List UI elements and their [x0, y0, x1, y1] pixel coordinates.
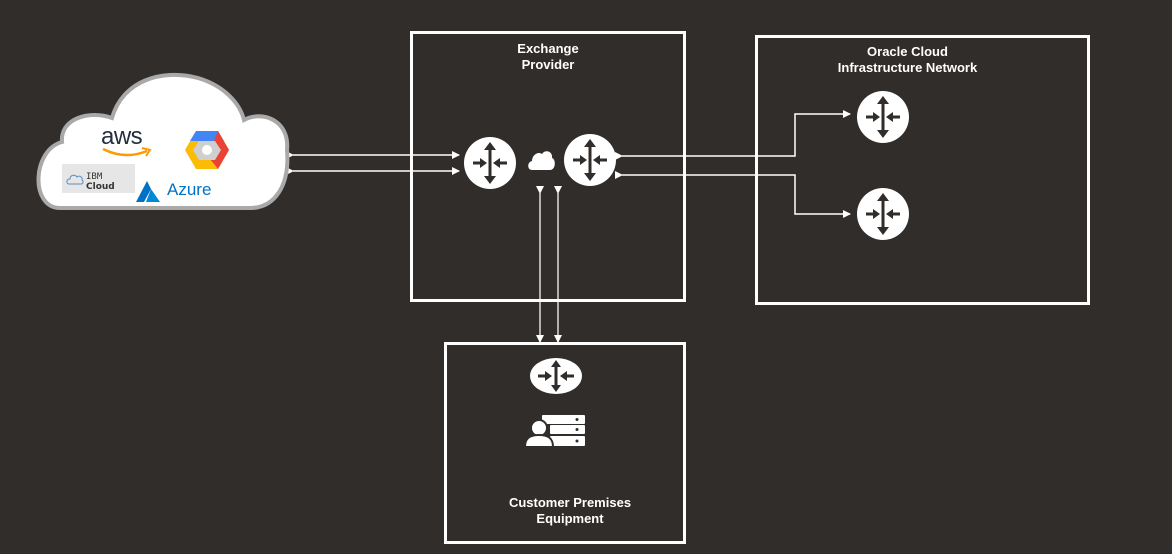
oracle-cloud-title: Oracle Cloud Infrastructure Network — [837, 44, 978, 75]
cloud-text: Cloud — [86, 182, 115, 192]
link-exchange-oracle-2 — [615, 171, 851, 218]
ibm-text: IBM — [86, 172, 103, 182]
customer-premises-box: Customer Premises Equipment — [444, 342, 686, 544]
google-cloud-icon — [185, 131, 229, 169]
ibm-cloud-icon — [66, 174, 84, 185]
cloud-icon — [528, 151, 555, 170]
exchange-provider-box: Exchange Provider — [410, 31, 686, 302]
oracle-cloud-box: Oracle Cloud Infrastructure Network — [755, 35, 1090, 305]
customer-premises-title: Customer Premises Equipment — [508, 495, 632, 526]
router-icon — [857, 91, 909, 143]
exchange-provider-title: Exchange Provider — [517, 41, 579, 72]
router-icon — [530, 358, 582, 394]
link-exchange-oracle-1 — [615, 110, 851, 160]
ibm-cloud-logo: IBM Cloud — [62, 164, 135, 193]
azure-logo: Azure — [167, 180, 212, 199]
router-icon — [857, 188, 909, 240]
user-server-icon — [525, 415, 585, 448]
azure-icon — [136, 181, 160, 202]
router-icon — [464, 137, 516, 189]
aws-logo: aws — [101, 123, 143, 150]
router-icon — [564, 134, 616, 186]
aws-smile-icon — [102, 147, 152, 157]
public-clouds-node: aws IBM Cloud Azure — [0, 0, 300, 230]
